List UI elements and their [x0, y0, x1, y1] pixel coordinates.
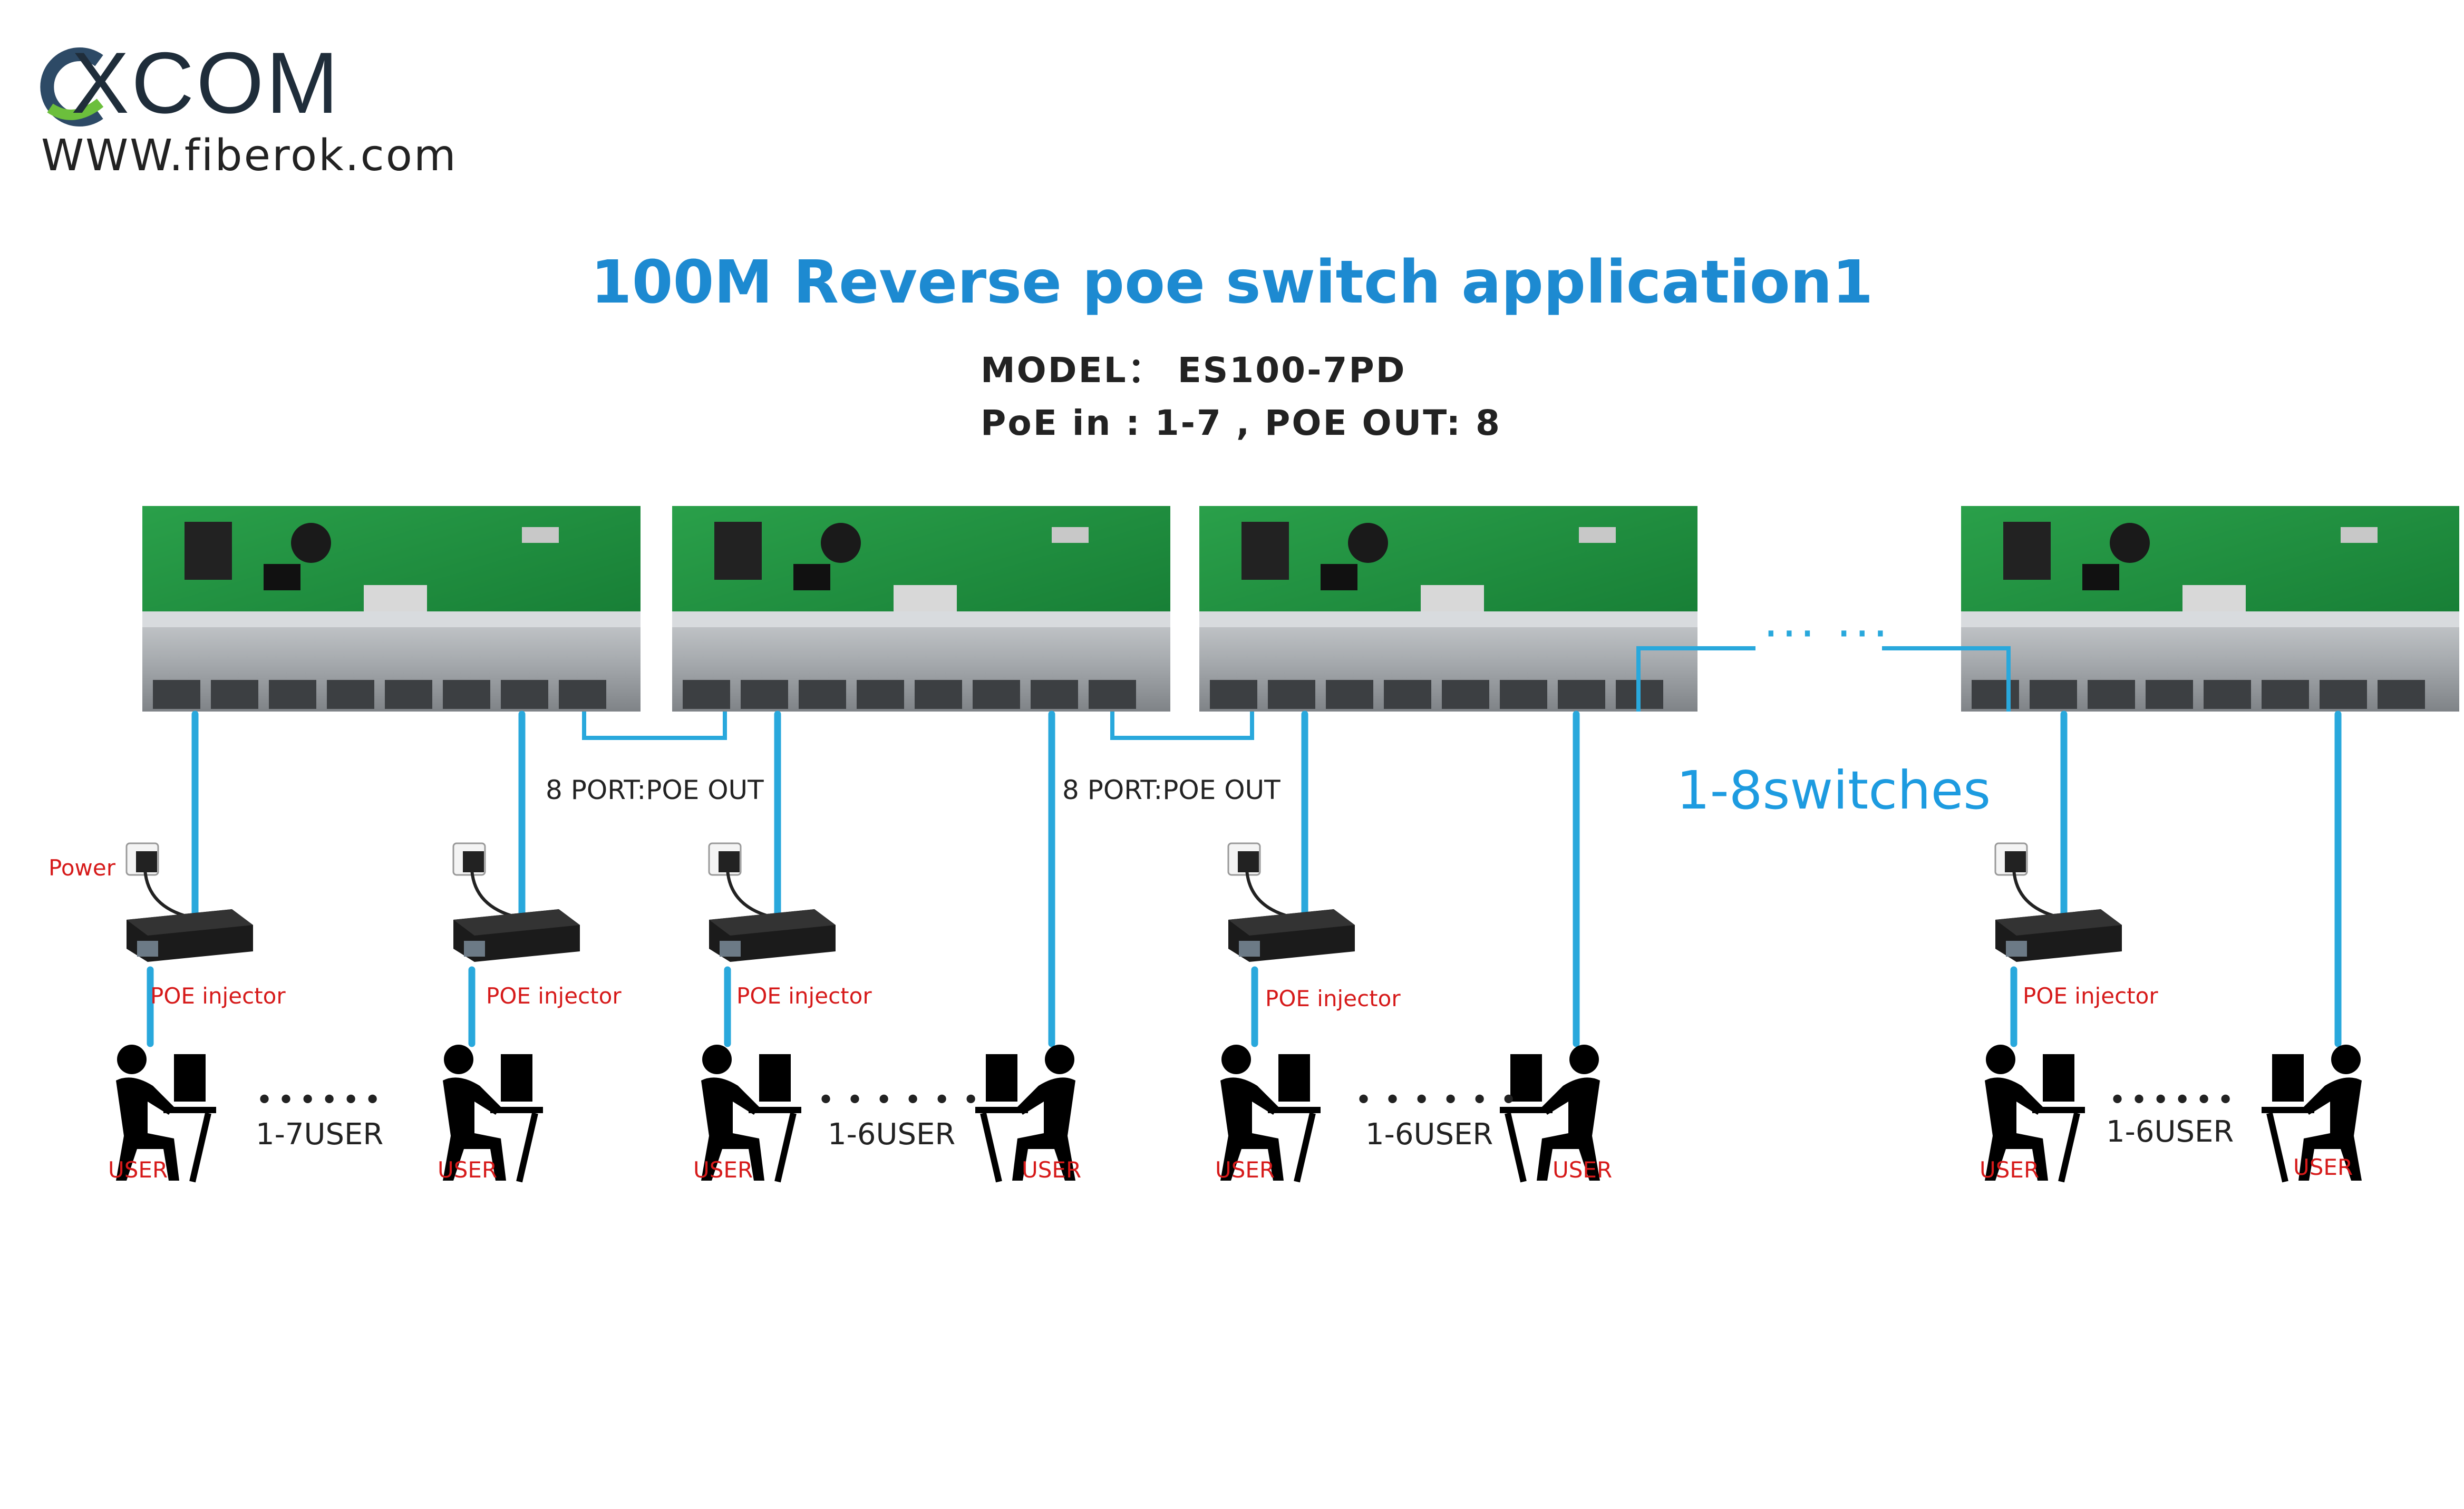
dots-1: •••••• — [256, 1083, 386, 1117]
user-label-5: USER — [1215, 1157, 1275, 1183]
group-label-2: 1-6USER — [828, 1117, 956, 1152]
chain-dots: ··· ··· — [1763, 606, 1891, 661]
poe-out-link-lines — [582, 646, 2011, 740]
brand-url: WWW.fiberok.com — [41, 131, 458, 181]
dots-4: •••••• — [2109, 1083, 2239, 1117]
power-plugs — [125, 842, 2059, 919]
injector-label-5: POE injector — [2023, 983, 2158, 1009]
brand-name: XCOM — [71, 34, 341, 131]
model-text: MODEL： ES100-7PD — [981, 350, 1406, 391]
brand-logo-icon — [40, 47, 104, 126]
switch-3 — [1199, 506, 1697, 712]
user-label-7: USER — [1980, 1157, 2040, 1183]
switch-2 — [672, 506, 1170, 712]
injector-label-1: POE injector — [150, 983, 286, 1009]
user-label-3: USER — [693, 1157, 753, 1183]
switch-8 — [1961, 506, 2459, 712]
group-label-3: 1-6USER — [1365, 1117, 1493, 1152]
user-label-6: USER — [1553, 1157, 1613, 1183]
power-label: Power — [48, 855, 115, 881]
user-label-8: USER — [2293, 1154, 2353, 1180]
user-cables — [147, 710, 2342, 1047]
page-title: 100M Reverse poe switch application1 — [590, 248, 1874, 317]
dots-2: •••••• — [817, 1083, 992, 1117]
user-label-1: USER — [108, 1157, 168, 1183]
poe-injectors — [127, 909, 2122, 962]
injector-label-3: POE injector — [736, 983, 872, 1009]
group-label-4: 1-6USER — [2106, 1115, 2234, 1149]
user-label-2: USER — [438, 1157, 498, 1183]
poe-spec-text: PoE in : 1-7 , POE OUT: 8 — [981, 403, 1501, 443]
group-label-1: 1-7USER — [256, 1117, 384, 1152]
injector-label-4: POE injector — [1265, 986, 1401, 1011]
switch-1 — [142, 506, 641, 712]
poe-out-label-1: 8 PORT:POE OUT — [546, 775, 764, 805]
injector-label-2: POE injector — [486, 983, 622, 1009]
poe-out-label-2: 8 PORT:POE OUT — [1062, 775, 1280, 805]
switches-label: 1-8switches — [1676, 760, 1991, 821]
dots-3: •••••• — [1355, 1083, 1529, 1117]
user-label-4: USER — [1022, 1157, 1082, 1183]
